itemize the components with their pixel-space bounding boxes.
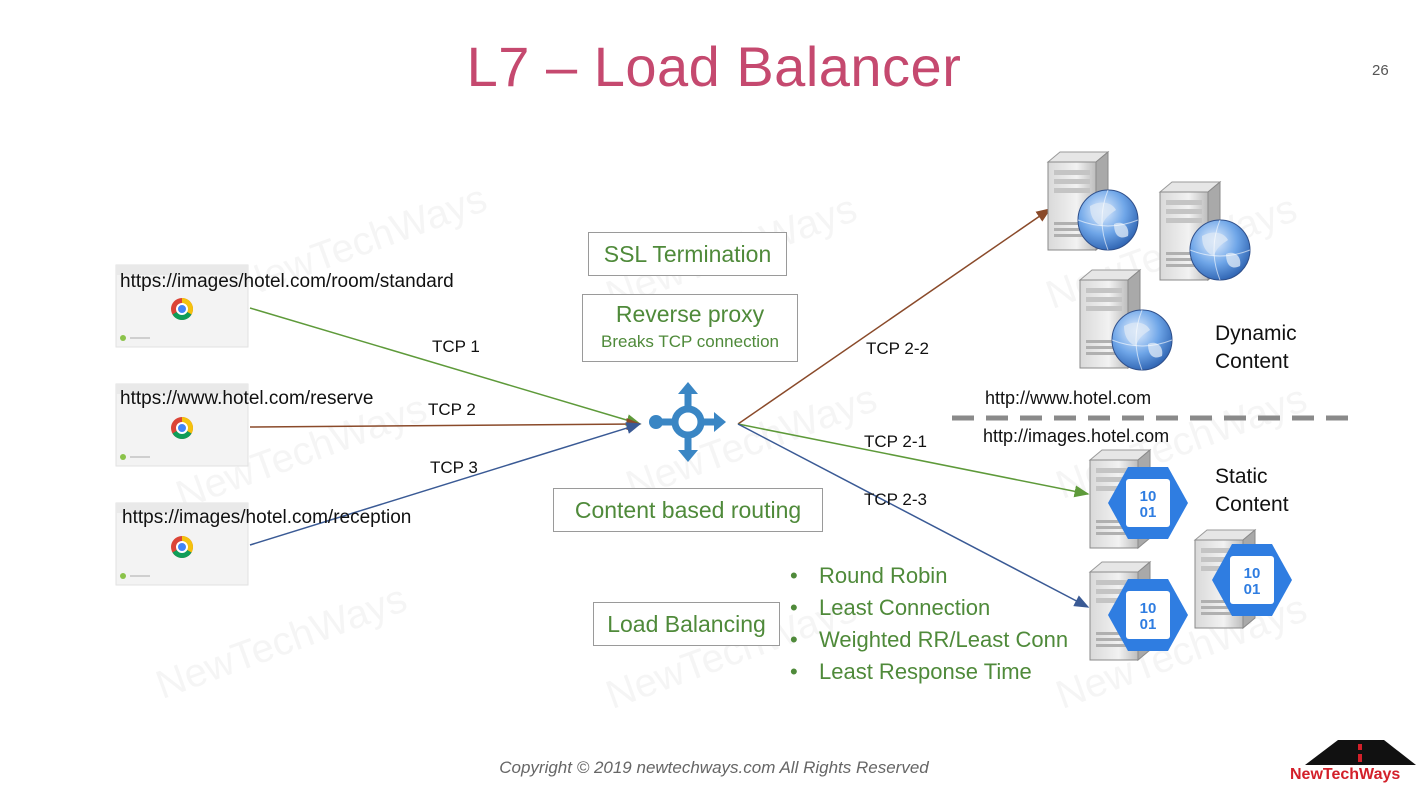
content-routing-label: Content based routing: [574, 497, 802, 523]
data-icon-line1: 10: [1244, 565, 1261, 582]
tcp-3-label: TCP 3: [430, 458, 478, 477]
load-balancing-label: Load Balancing: [607, 611, 766, 637]
content-routing-box: Content based routing: [553, 488, 823, 532]
data-icon-line1: 10: [1140, 600, 1157, 617]
dynamic-server-1: [1047, 151, 1139, 251]
dynamic-label-line2: Content: [1215, 350, 1289, 373]
dynamic-url: http://www.hotel.com: [985, 388, 1152, 408]
slide-title: L7 – Load Balancer: [466, 35, 962, 98]
data-icon-line2: 01: [1140, 504, 1157, 521]
static-label-line2: Content: [1215, 493, 1289, 516]
tcp-2-label: TCP 2: [428, 400, 476, 419]
algorithm-item: Least Response Time: [790, 656, 1068, 688]
brand-logo-icon: [1305, 740, 1416, 765]
data-icon-line2: 01: [1244, 581, 1261, 598]
tcp-2-line: [249, 418, 642, 431]
static-content-label: Static Content: [1215, 463, 1289, 519]
static-server-1: 10 01: [1089, 449, 1188, 549]
static-label-line1: Static: [1215, 465, 1268, 488]
reverse-proxy-sublabel: Breaks TCP connection: [601, 332, 779, 351]
ssl-termination-label: SSL Termination: [603, 241, 772, 267]
client-url-3: https://images/hotel.com/reception: [122, 507, 412, 528]
tcp-1-line: [249, 307, 642, 426]
algorithm-item: Round Robin: [790, 560, 1068, 592]
data-icon-line1: 10: [1140, 488, 1157, 505]
tcp-2-3-label: TCP 2-3: [864, 490, 927, 509]
load-balancer-icon: [649, 382, 726, 462]
static-server-3: 10 01: [1089, 561, 1188, 661]
reverse-proxy-label: Reverse proxy: [615, 301, 765, 327]
algorithm-item: Weighted RR/Least Conn: [790, 624, 1068, 656]
dynamic-server-3: [1079, 269, 1173, 371]
client-url-1: https://images/hotel.com/room/standard: [120, 271, 454, 292]
page-number: 26: [1372, 62, 1389, 79]
data-icon-line2: 01: [1140, 616, 1157, 633]
tcp-2-2-label: TCP 2-2: [866, 339, 929, 358]
dynamic-content-label: Dynamic Content: [1215, 320, 1297, 376]
algorithm-list: Round Robin Least Connection Weighted RR…: [790, 560, 1068, 688]
tcp-2-1-line: [737, 423, 1090, 498]
brand-name: NewTechWays: [1290, 766, 1401, 783]
tcp-3-line: [249, 422, 642, 546]
algorithm-item: Least Connection: [790, 592, 1068, 624]
tcp-2-2-line: [737, 208, 1052, 425]
dynamic-label-line1: Dynamic: [1215, 322, 1297, 345]
tcp-1-label: TCP 1: [432, 337, 480, 356]
copyright-text: Copyright © 2019 newtechways.com All Rig…: [499, 758, 929, 777]
static-server-2: 10 01: [1194, 529, 1292, 629]
load-balancing-box: Load Balancing: [593, 602, 780, 646]
tcp-2-1-label: TCP 2-1: [864, 432, 927, 451]
reverse-proxy-box: Reverse proxy Breaks TCP connection: [582, 294, 798, 362]
dynamic-server-2: [1159, 181, 1251, 281]
ssl-termination-box: SSL Termination: [588, 232, 787, 276]
static-url: http://images.hotel.com: [983, 426, 1170, 446]
client-url-2: https://www.hotel.com/reserve: [120, 388, 374, 409]
